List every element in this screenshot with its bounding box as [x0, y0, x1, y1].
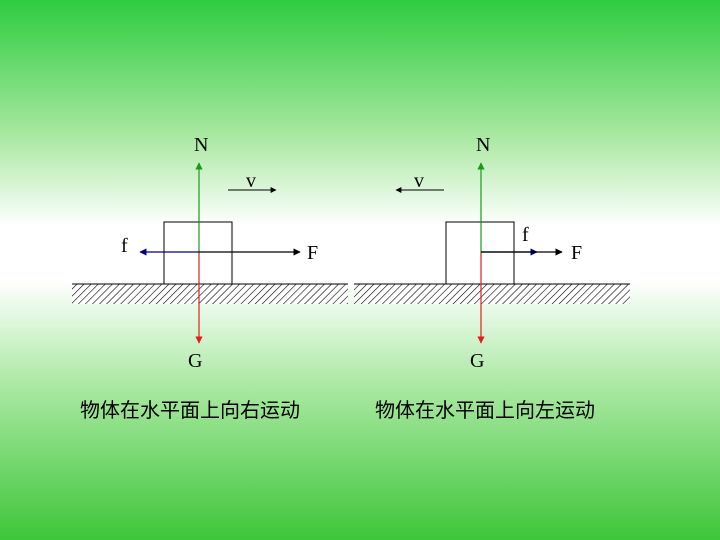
block-right: [445, 221, 515, 285]
ground-hatch-left: [72, 284, 348, 304]
label-normal-right: N: [476, 134, 491, 156]
caption-left: 物体在水平面上向右运动: [80, 398, 300, 422]
label-applied-force-right: F: [571, 242, 583, 264]
diagram-left: [72, 162, 348, 344]
block-left: [163, 221, 233, 285]
label-friction-left: f: [121, 235, 128, 257]
label-normal-left: N: [194, 134, 209, 156]
label-velocity-left: v: [246, 170, 256, 192]
caption-right: 物体在水平面上向左运动: [375, 398, 595, 422]
label-applied-force-left: F: [307, 242, 319, 264]
label-gravity-left: G: [188, 350, 203, 372]
label-gravity-right: G: [470, 350, 485, 372]
label-friction-right: f: [522, 224, 529, 246]
diagram-right: [354, 162, 630, 344]
ground-hatch-right: [354, 284, 630, 304]
label-velocity-right: v: [414, 170, 424, 192]
